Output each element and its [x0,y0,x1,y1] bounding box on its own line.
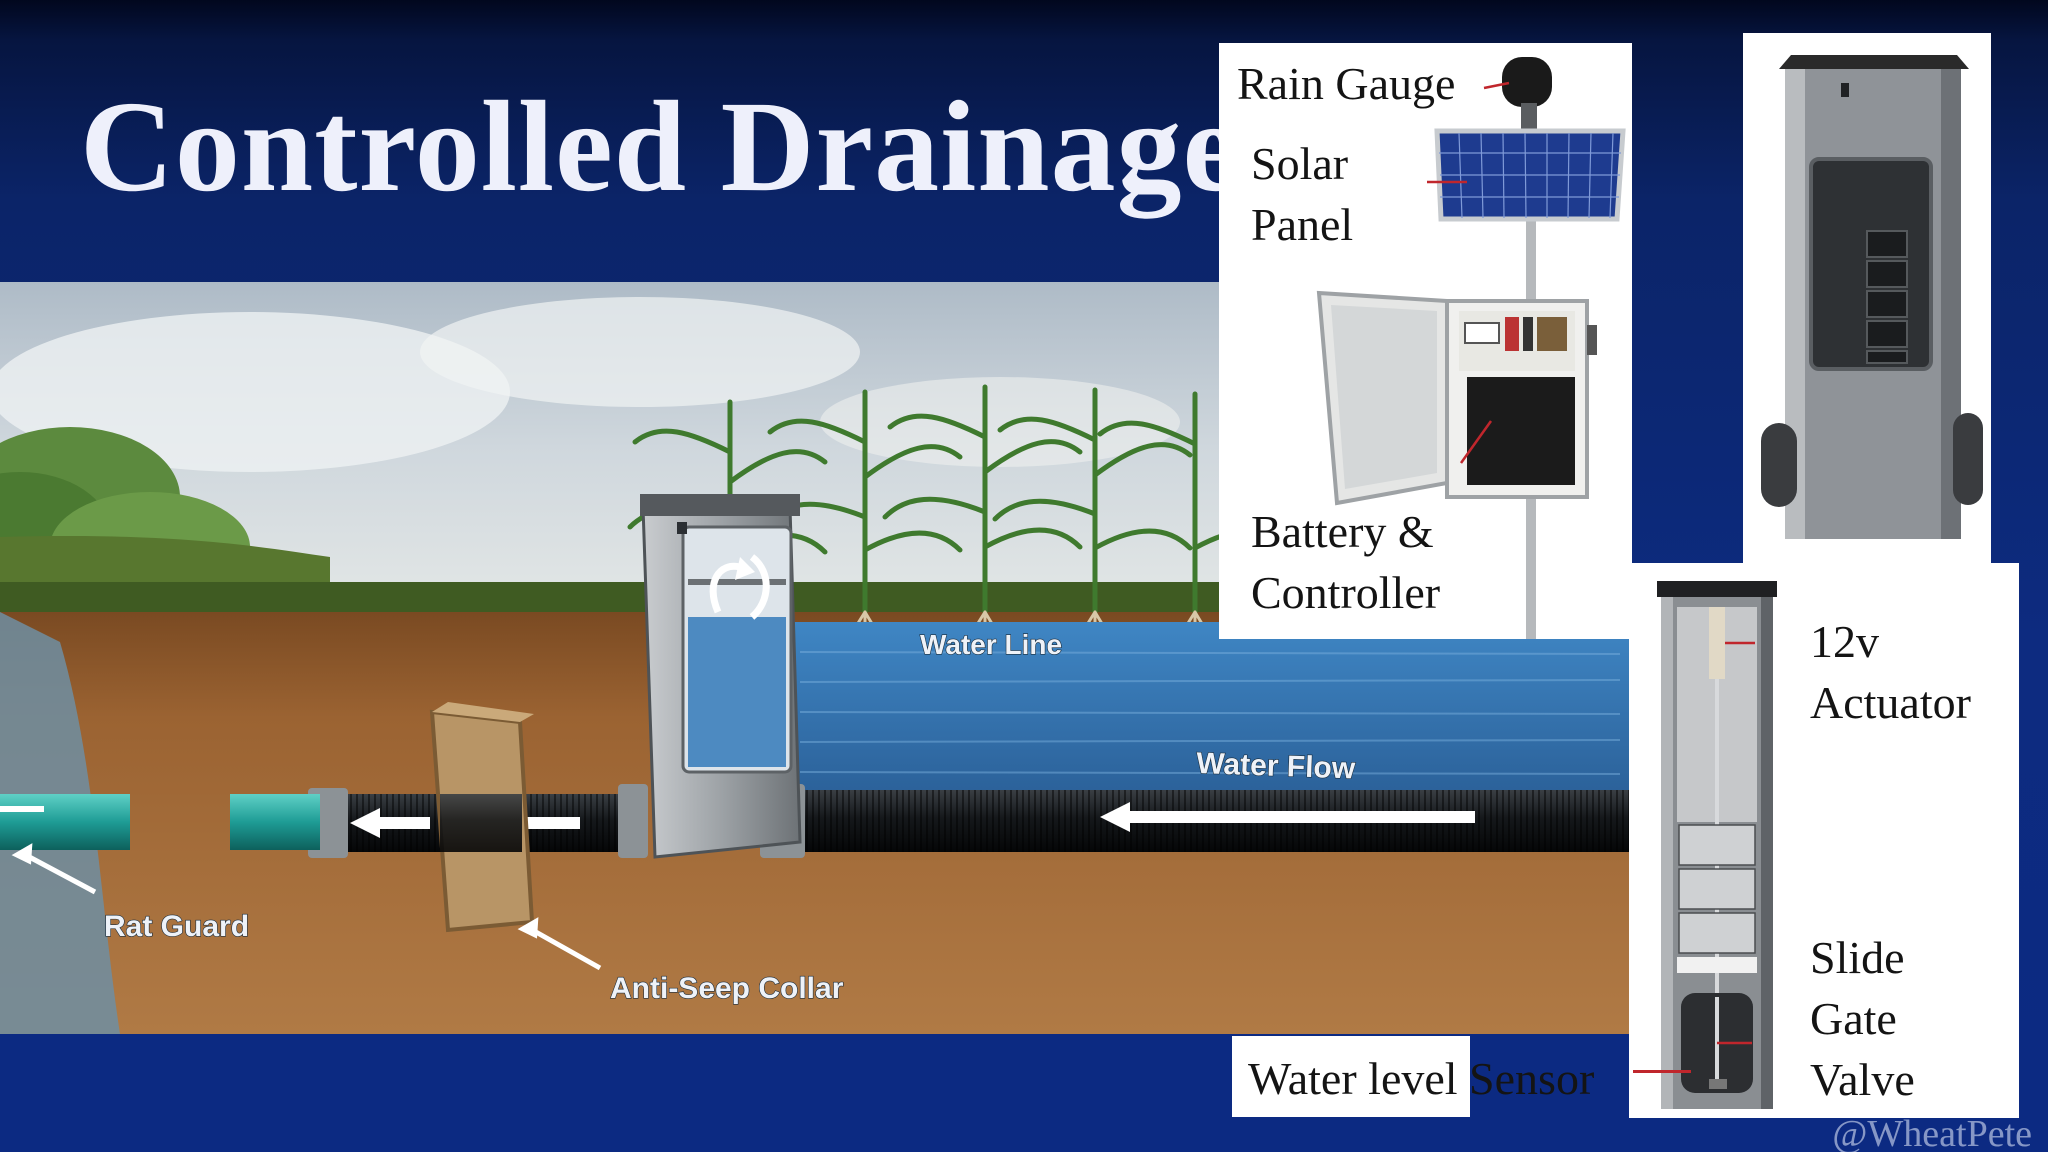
actuator-structure-drawing [1657,581,1777,1109]
actuator-icon [1709,607,1725,679]
water-table [790,622,1632,804]
weather-pointer-lines [1427,81,1510,464]
water-level-sensor-icon [1709,1079,1727,1089]
slide-gate-label-line3: Valve [1810,1054,1915,1105]
battery-label-line2: Controller [1251,567,1441,618]
sensor-pointer-line [1633,1070,1691,1073]
actuator-panel: 12v Actuator Slide Gate Valve [1629,563,2019,1118]
watermark: @WheatPete [1832,1113,2032,1152]
water-level-sensor-label: Water level Sensor [1248,1053,1595,1104]
solar-panel-label-line2: Panel [1251,199,1354,250]
water-line-label: Water Line [920,629,1062,660]
anti-seep-collar-label: Anti-Seep Collar [610,972,844,1005]
callout-pointers [18,849,602,971]
solar-panel-label-line1: Solar [1251,138,1349,189]
sensor-label-panel [1232,1036,1470,1117]
water-flow-label: Water Flow [1196,747,1357,786]
slide-gate-label-line1: Slide [1810,932,1905,983]
weather-station-drawing [1316,57,1626,639]
slide-gate-icon [1677,957,1757,973]
control-structure [640,494,802,859]
controller-enclosure-icon [1316,290,1597,506]
control-structure-photo-panel [1743,33,1991,563]
slide-title: Controlled Drainage [80,75,1242,219]
anti-seep-collar [429,702,535,933]
outlet-pipe [0,794,320,850]
control-structure-photo [1761,55,1983,539]
slide-gate-label-line2: Gate [1810,993,1897,1044]
battery-label-line1: Battery & [1251,506,1434,557]
weather-station-panel: Rain Gauge Solar Panel Battery & Control… [1219,43,1632,639]
solar-panel-icon [1434,128,1626,222]
rat-guard-label: Rat Guard [104,910,249,943]
actuator-label-line2: Actuator [1810,677,1971,728]
actuator-label-line1: 12v [1810,616,1879,667]
rain-gauge-label: Rain Gauge [1237,58,1456,109]
actuator-pointer-lines [1717,641,1755,1045]
